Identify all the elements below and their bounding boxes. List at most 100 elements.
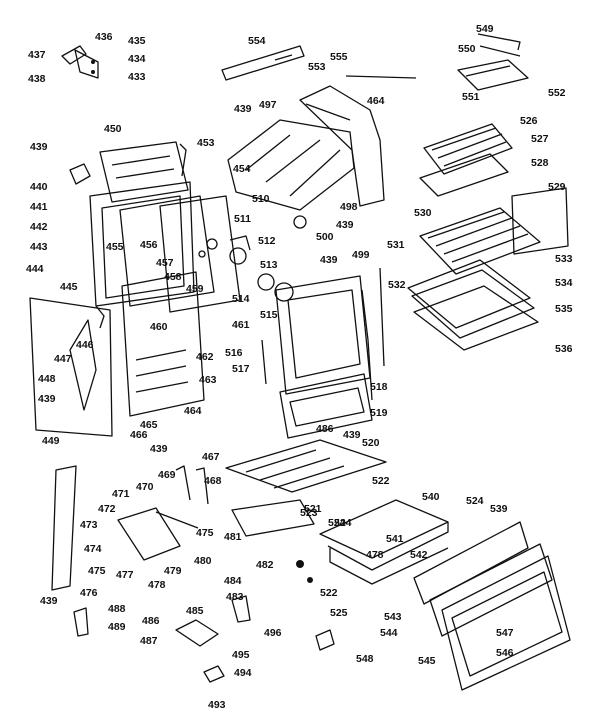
- part-label-439: 439: [30, 141, 48, 153]
- part-label-533: 533: [555, 253, 573, 265]
- part-label-554: 554: [248, 35, 266, 47]
- part-label-518: 518: [370, 381, 388, 393]
- part-label-545: 545: [418, 655, 436, 667]
- part-label-443: 443: [30, 241, 48, 253]
- part-label-486: 486: [316, 423, 334, 435]
- part-label-470: 470: [136, 481, 154, 493]
- part-label-542: 542: [410, 549, 428, 561]
- part-label-511: 511: [234, 213, 251, 225]
- part-label-435: 435: [128, 35, 146, 47]
- part-label-439: 439: [343, 429, 361, 441]
- part-label-495: 495: [232, 649, 250, 661]
- part-label-479: 479: [164, 565, 182, 577]
- part-label-522: 522: [320, 587, 338, 599]
- part-label-513: 513: [260, 259, 278, 271]
- part-label-444: 444: [26, 263, 44, 275]
- part-label-549: 549: [476, 23, 494, 35]
- part-label-541: 541: [386, 533, 404, 545]
- part-label-462: 462: [196, 351, 214, 363]
- part-label-486: 486: [142, 615, 160, 627]
- part-label-484: 484: [224, 575, 242, 587]
- part-label-455: 455: [106, 241, 124, 253]
- part-label-438: 438: [28, 73, 46, 85]
- part-label-436: 436: [95, 31, 113, 43]
- part-label-483: 483: [226, 591, 244, 603]
- part-label-551: 551: [462, 91, 480, 103]
- part-label-529: 529: [548, 181, 566, 193]
- part-label-464: 464: [184, 405, 202, 417]
- part-label-439: 439: [234, 103, 252, 115]
- part-label-485: 485: [186, 605, 204, 617]
- part-label-528: 528: [531, 157, 549, 169]
- part-label-547: 547: [496, 627, 514, 639]
- part-label-459: 459: [186, 283, 204, 295]
- part-label-477: 477: [116, 569, 134, 581]
- part-label-471: 471: [112, 488, 130, 500]
- part-label-434: 434: [128, 53, 146, 65]
- part-label-524: 524: [334, 517, 352, 529]
- part-label-523: 523: [300, 507, 318, 519]
- part-label-553: 553: [308, 61, 326, 73]
- part-label-532: 532: [388, 279, 406, 291]
- part-label-475: 475: [88, 565, 106, 577]
- part-label-543: 543: [384, 611, 402, 623]
- part-label-544: 544: [380, 627, 398, 639]
- part-label-526: 526: [520, 115, 538, 127]
- part-label-535: 535: [555, 303, 573, 315]
- part-label-442: 442: [30, 221, 48, 233]
- part-label-548: 548: [356, 653, 374, 665]
- part-label-454: 454: [233, 163, 251, 175]
- part-label-493: 493: [208, 699, 226, 711]
- part-label-488: 488: [108, 603, 126, 615]
- part-label-540: 540: [422, 491, 440, 503]
- part-label-461: 461: [232, 319, 250, 331]
- part-label-500: 500: [316, 231, 334, 243]
- part-label-439: 439: [320, 254, 338, 266]
- part-label-498: 498: [340, 201, 358, 213]
- part-label-536: 536: [555, 343, 573, 355]
- part-label-481: 481: [224, 531, 242, 543]
- part-label-519: 519: [370, 407, 388, 419]
- part-label-539: 539: [490, 503, 508, 515]
- part-label-550: 550: [458, 43, 476, 55]
- part-label-497: 497: [259, 99, 277, 111]
- part-label-441: 441: [30, 201, 48, 213]
- part-label-466: 466: [130, 429, 148, 441]
- part-label-478: 478: [148, 579, 166, 591]
- part-label-460: 460: [150, 321, 168, 333]
- part-label-448: 448: [38, 373, 56, 385]
- part-label-524: 524: [466, 495, 484, 507]
- part-label-437: 437: [28, 49, 46, 61]
- part-label-555: 555: [330, 51, 348, 63]
- part-label-510: 510: [252, 193, 270, 205]
- part-label-465: 465: [140, 419, 158, 431]
- part-label-531: 531: [387, 239, 405, 251]
- part-label-520: 520: [362, 437, 380, 449]
- part-label-439: 439: [38, 393, 56, 405]
- part-label-464: 464: [367, 95, 385, 107]
- part-label-440: 440: [30, 181, 48, 193]
- part-label-456: 456: [140, 239, 158, 251]
- part-label-439: 439: [336, 219, 354, 231]
- part-label-521: 521: [304, 503, 322, 515]
- part-label-514: 514: [232, 293, 250, 305]
- part-label-480: 480: [194, 555, 212, 567]
- part-label-482: 482: [256, 559, 274, 571]
- part-label-458: 458: [164, 271, 182, 283]
- part-label-439: 439: [150, 443, 168, 455]
- part-label-457: 457: [156, 257, 174, 269]
- part-label-453: 453: [197, 137, 215, 149]
- part-label-469: 469: [158, 469, 176, 481]
- part-label-450: 450: [104, 123, 122, 135]
- part-label-472: 472: [98, 503, 116, 515]
- part-label-516: 516: [225, 347, 243, 359]
- part-label-475: 475: [196, 527, 214, 539]
- part-label-522: 522: [372, 475, 390, 487]
- part-label-467: 467: [202, 451, 220, 463]
- part-label-499: 499: [352, 249, 370, 261]
- part-label-487: 487: [140, 635, 158, 647]
- part-label-546: 546: [496, 647, 514, 659]
